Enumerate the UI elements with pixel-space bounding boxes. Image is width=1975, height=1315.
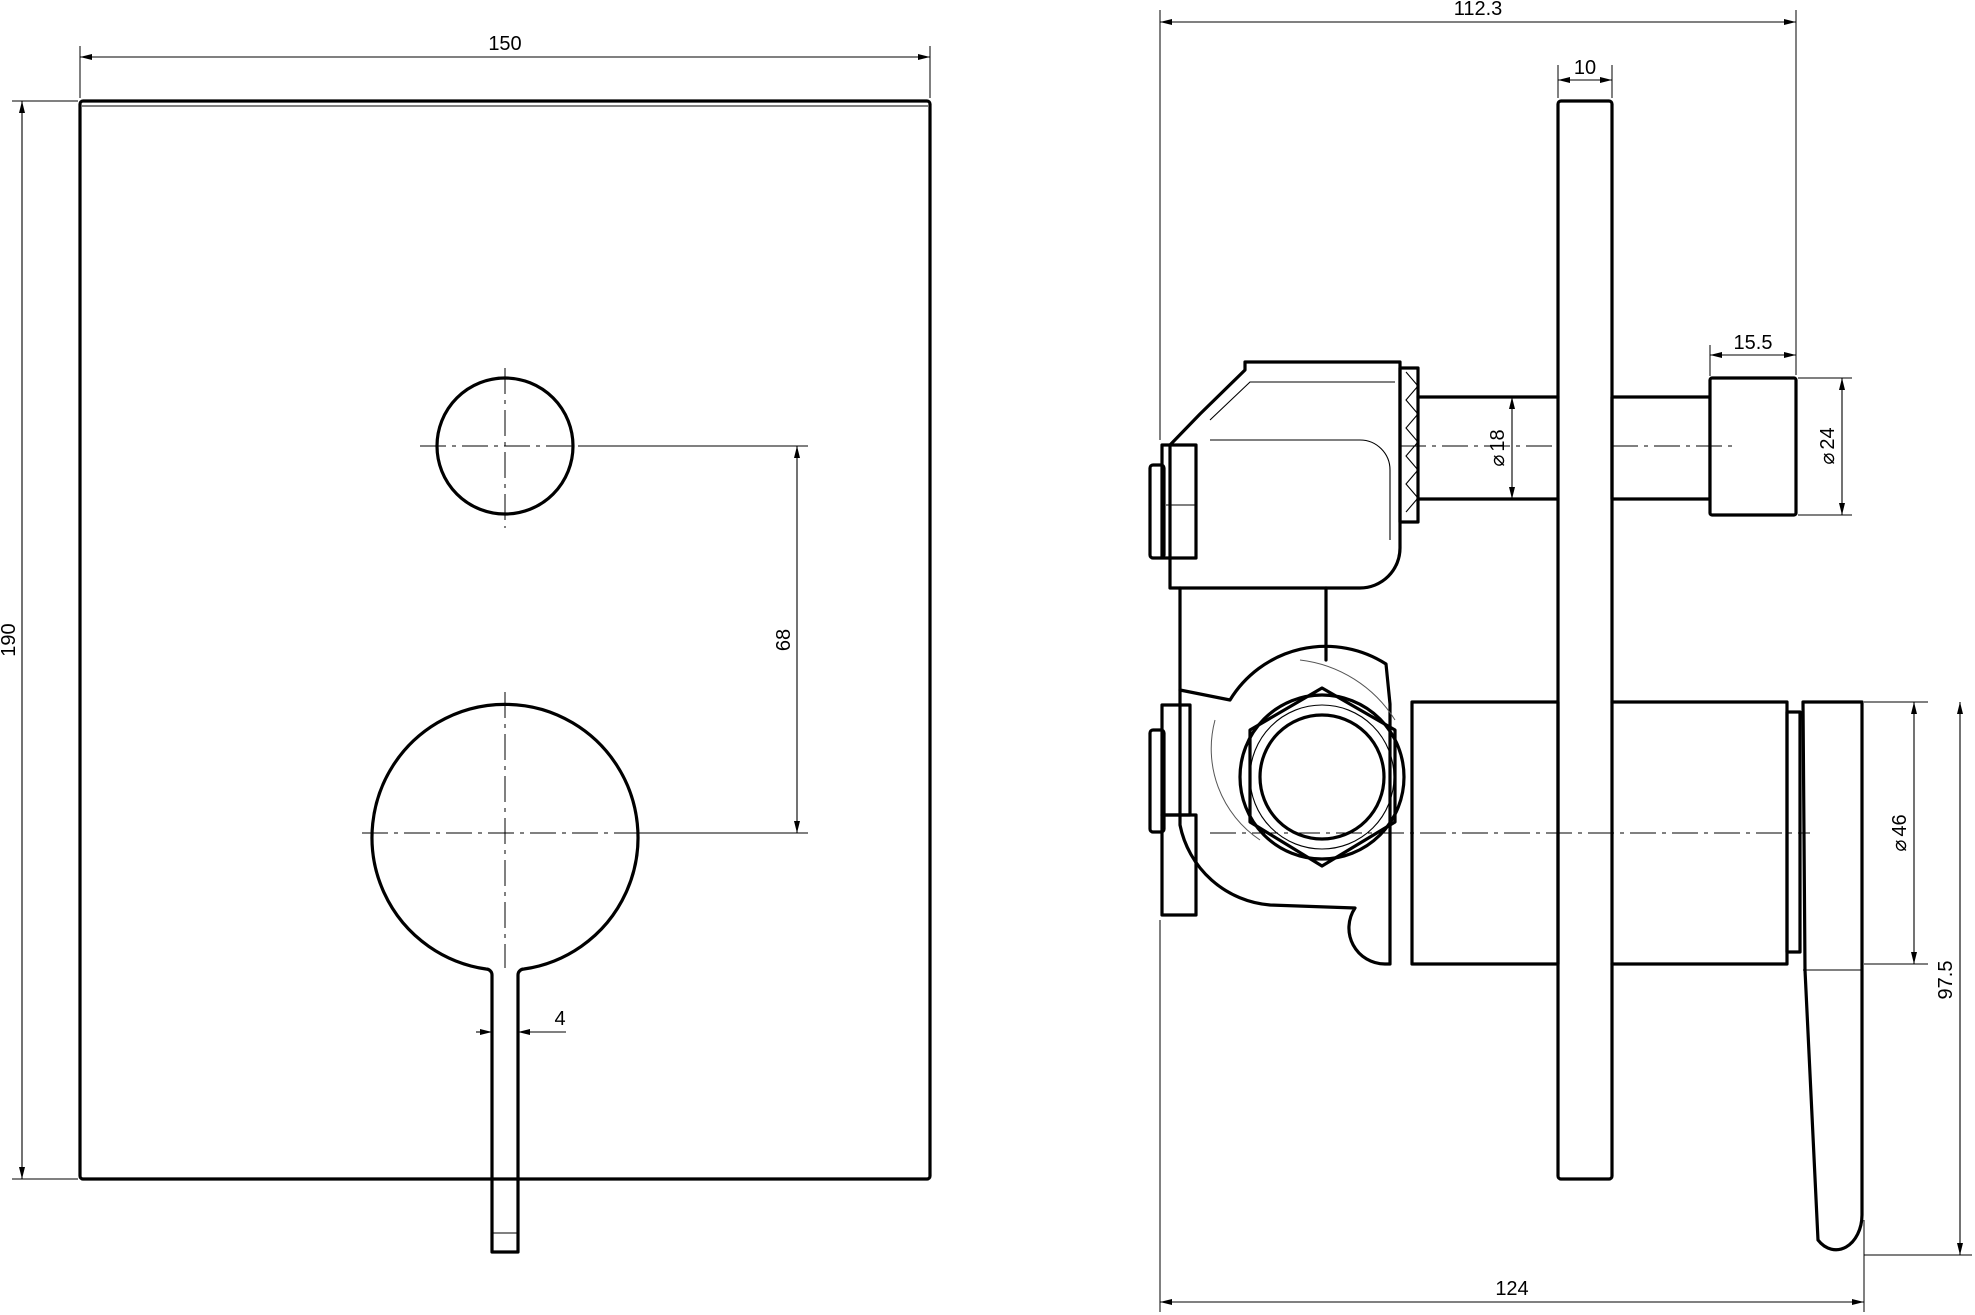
side-diverter-spindle (1610, 395, 1712, 501)
dim-46-text: ⌀ 46 (1889, 814, 1911, 851)
side-diverter-button (1708, 376, 1798, 517)
side-top-hex-nut (1398, 366, 1420, 524)
side-top-rear-plug (1148, 463, 1166, 560)
dimension-overall-depth-bottom: 124 (1159, 920, 1865, 1312)
side-lower-rear-cap-bottom (1160, 813, 1198, 917)
side-handle-outer (1610, 700, 1789, 966)
dim-10-text: 10 (1574, 57, 1596, 79)
dim-24-text: ⌀ 24 (1817, 427, 1839, 464)
side-diverter-housing (1168, 360, 1402, 590)
side-outlet-ring-inner (1258, 713, 1386, 841)
dim-124-text: 124 (1495, 1278, 1528, 1300)
dim-24-diameter-symbol: ⌀ (1817, 453, 1839, 465)
dim-46-diameter-symbol: ⌀ (1889, 840, 1911, 852)
dim-150-text: 150 (488, 33, 521, 55)
side-handle-sleeve (1410, 700, 1560, 966)
side-handle-collar (1785, 710, 1802, 954)
dimension-button-projection: 15.5 (1709, 332, 1796, 376)
dim-24-value: 24 (1817, 427, 1839, 449)
side-lever (1801, 700, 1864, 1252)
side-lower-rear-cap-top (1160, 703, 1192, 817)
side-lower-valve-body (1178, 644, 1392, 966)
side-top-hex-nut-faces (1405, 371, 1419, 513)
side-lower-rear-plug (1148, 728, 1166, 834)
dimension-plate-thickness: 10 (1557, 57, 1613, 98)
front-mixer-handle (370, 702, 640, 1254)
dim-112-text: 112.3 (1454, 0, 1503, 20)
dimension-plate-height: 190 (0, 100, 78, 1180)
dim-18-text: ⌀ 18 (1487, 429, 1509, 466)
dim-18-diameter-symbol: ⌀ (1487, 455, 1509, 467)
dimension-inlet-diameter: ⌀ 18 (1487, 397, 1515, 499)
dimension-handle-height: 97.5 (1864, 702, 1972, 1256)
dim-97-text: 97.5 (1935, 961, 1957, 1000)
dimension-button-diameter: ⌀ 24 (1798, 377, 1852, 516)
dimension-plate-width: 150 (79, 33, 931, 98)
dim-4-text: 4 (554, 1008, 565, 1030)
side-outlet-ring-mid (1249, 704, 1395, 850)
dimension-button-to-handle: 68 (578, 445, 808, 834)
side-lower-hidden-outline (1210, 659, 1396, 841)
side-connecting-stem (1178, 586, 1328, 692)
dimension-handle-diameter: ⌀ 46 (1864, 701, 1928, 965)
side-top-rear-cap (1160, 443, 1198, 560)
front-view: 150 190 68 4 (0, 33, 932, 1254)
side-cover-plate (1556, 99, 1614, 1181)
dim-18-value: 18 (1487, 429, 1509, 451)
side-diverter-housing-inner (1209, 381, 1395, 540)
front-cover-plate (78, 99, 932, 1181)
dimension-lever-width: 4 (476, 1008, 566, 1035)
dim-190-text: 190 (0, 623, 20, 656)
side-view: 112.3 10 15.5 ⌀ 24 ⌀ 18 (1148, 0, 1972, 1312)
side-outlet-ring-outer (1238, 693, 1406, 861)
dimension-overall-depth-top: 112.3 (1159, 0, 1797, 440)
dim-46-value: 46 (1889, 814, 1911, 836)
dim-15-text: 15.5 (1734, 332, 1773, 354)
dim-68-text: 68 (773, 629, 795, 651)
side-outlet-hex (1248, 686, 1397, 868)
